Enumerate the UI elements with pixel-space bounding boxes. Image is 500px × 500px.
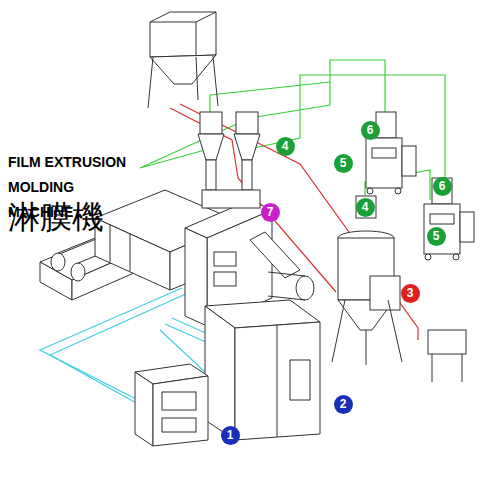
chinese-title: 淋膜機 — [8, 198, 104, 236]
callout-number: 5 — [427, 227, 446, 246]
loader — [236, 112, 258, 134]
silo-cone — [150, 55, 216, 84]
small-bin — [428, 330, 466, 354]
vacuum-line — [210, 82, 330, 112]
gearbox — [250, 232, 300, 278]
callout-number: 2 — [334, 395, 353, 414]
feed-block — [202, 190, 260, 208]
chiller-panel — [290, 360, 310, 400]
extruder-side — [185, 228, 207, 326]
controller-side — [135, 372, 153, 446]
callout-number: 4 — [276, 137, 295, 156]
silo-leg — [196, 57, 198, 100]
equipment — [40, 12, 474, 446]
controller-front — [153, 376, 208, 446]
dryer-loader — [356, 196, 376, 218]
callout-number: 4 — [356, 198, 375, 217]
bin-leg — [432, 354, 433, 382]
wheel — [395, 188, 401, 194]
callout-number: 7 — [261, 203, 280, 222]
filter — [402, 146, 416, 176]
silo-leg — [148, 57, 153, 108]
motor-line — [268, 296, 305, 300]
callout-number: 6 — [433, 177, 452, 196]
dryer-line — [180, 104, 418, 340]
wheel — [367, 188, 373, 194]
dryer-leg — [366, 330, 367, 365]
roll-end — [71, 263, 85, 281]
loader — [200, 112, 222, 134]
callout-number: 6 — [361, 121, 380, 140]
loader-cabinet — [424, 204, 460, 254]
callout-number: 3 — [401, 284, 420, 303]
callout-number: 5 — [334, 154, 353, 173]
panel-line — [130, 233, 131, 271]
loader-cabinet — [366, 138, 402, 188]
filter — [460, 212, 474, 242]
silo-edge — [150, 12, 216, 22]
hopper-neck — [206, 160, 216, 190]
silo-leg — [213, 56, 218, 106]
control-panel — [214, 272, 236, 286]
bin-leg — [462, 354, 463, 382]
chiller-side — [205, 306, 235, 440]
silo-body — [150, 12, 216, 57]
motor-end — [296, 276, 314, 300]
wheel — [425, 254, 431, 260]
silo-edge — [196, 22, 197, 57]
dryer-leg — [332, 300, 345, 362]
motor-line — [268, 272, 305, 276]
controller-panel — [162, 418, 196, 432]
controller-panel — [162, 392, 196, 410]
dryer-leg — [388, 300, 402, 362]
panel-line — [110, 224, 111, 262]
hopper — [234, 134, 260, 160]
chiller-front — [235, 322, 320, 440]
vacuum-line — [245, 75, 445, 178]
roll-end — [51, 253, 65, 271]
wheel — [453, 254, 459, 260]
hopper — [198, 134, 224, 160]
control-panel — [214, 252, 236, 266]
dryer-blower — [370, 276, 400, 310]
callout-number: 1 — [221, 426, 240, 445]
coating-side — [95, 218, 170, 290]
cabinet-panel — [430, 214, 454, 224]
hopper-neck — [242, 160, 252, 190]
cabinet-panel — [372, 148, 396, 158]
door-line — [277, 325, 278, 437]
